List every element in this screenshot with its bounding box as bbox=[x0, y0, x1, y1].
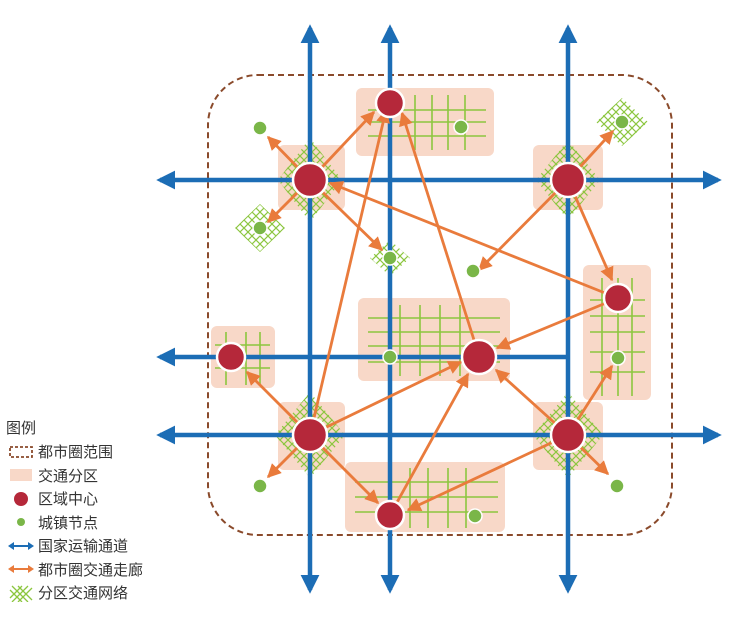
town-nodes bbox=[252, 114, 630, 524]
legend-item-metro-corridor: 都市圈交通走廊 bbox=[6, 558, 196, 582]
cross-hatch-icon bbox=[6, 583, 36, 603]
legend-label: 国家运输通道 bbox=[38, 538, 129, 556]
legend-label: 分区交通网络 bbox=[38, 585, 129, 603]
town-node bbox=[382, 349, 398, 365]
dashed-box-icon bbox=[6, 442, 36, 462]
legend-item-traffic-zone: 交通分区 bbox=[6, 464, 196, 488]
regional-center bbox=[374, 499, 406, 531]
metro-corridor bbox=[328, 181, 616, 299]
legend-label: 交通分区 bbox=[38, 467, 99, 485]
metro-corridor bbox=[309, 360, 463, 437]
legend-label: 都市圈交通走廊 bbox=[38, 561, 144, 579]
legend-label: 都市圈范围 bbox=[38, 444, 114, 462]
metro-corridor bbox=[495, 296, 619, 350]
legend-title: 图例 bbox=[6, 420, 37, 437]
legend-item-town-node: 城镇节点 bbox=[6, 511, 196, 535]
traffic-zones bbox=[211, 88, 651, 532]
legend: 图例 都市圈范围 交通分区 区域中心 城镇节点 国家运输通道 bbox=[6, 418, 196, 605]
orange-double-arrow-icon bbox=[6, 559, 36, 579]
blue-double-arrow-icon bbox=[6, 536, 36, 556]
metro-boundary bbox=[207, 74, 673, 536]
town-node bbox=[252, 220, 268, 236]
zone-networks bbox=[235, 98, 648, 478]
legend-item-metro-boundary: 都市圈范围 bbox=[6, 440, 196, 464]
metro-corridor bbox=[308, 108, 390, 436]
legend-label: 城镇节点 bbox=[38, 514, 99, 532]
legend-item-zone-network: 分区交通网络 bbox=[6, 581, 196, 605]
regional-center bbox=[291, 161, 329, 199]
legend-item-regional-center: 区域中心 bbox=[6, 487, 196, 511]
green-dot-icon bbox=[6, 512, 36, 532]
town-node bbox=[382, 250, 398, 266]
regional-center bbox=[374, 87, 406, 119]
regional-center bbox=[291, 416, 329, 454]
town-node bbox=[614, 114, 630, 130]
red-dot-icon bbox=[6, 489, 36, 509]
town-node bbox=[610, 350, 626, 366]
town-node bbox=[252, 478, 268, 494]
regional-center bbox=[549, 416, 587, 454]
metro-corridor bbox=[478, 179, 569, 271]
town-node bbox=[252, 120, 268, 136]
town-node bbox=[465, 263, 481, 279]
regional-center bbox=[460, 338, 498, 376]
metro-corridor bbox=[388, 372, 470, 516]
town-node bbox=[609, 478, 625, 494]
legend-label: 区域中心 bbox=[38, 491, 99, 509]
regional-centers bbox=[215, 87, 634, 531]
town-node bbox=[467, 508, 483, 524]
metro-corridor bbox=[406, 433, 569, 512]
regional-center bbox=[602, 282, 634, 314]
zone-swatch-icon bbox=[6, 465, 36, 485]
legend-item-national-corridor: 国家运输通道 bbox=[6, 534, 196, 558]
regional-center bbox=[215, 341, 247, 373]
town-node bbox=[453, 119, 469, 135]
regional-center bbox=[549, 161, 587, 199]
